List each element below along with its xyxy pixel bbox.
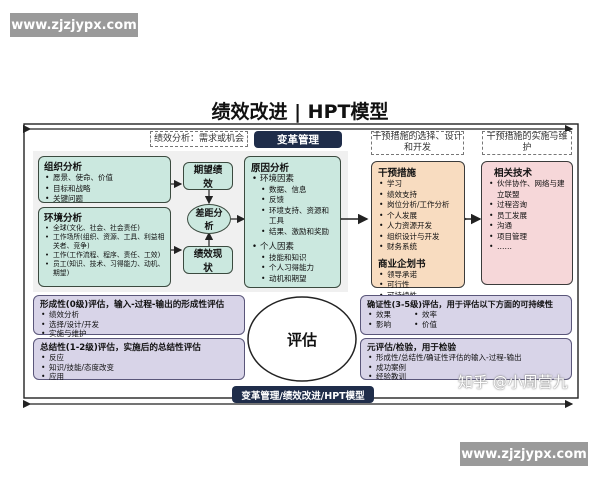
list-item: 数据、信息 xyxy=(260,185,334,196)
org-analysis-title: 组织分析 xyxy=(44,162,83,173)
interventions-list: 学习 绩效支持 岗位分析/工作分析 个人发展 人力资源开发 组织设计与开发 财务… xyxy=(378,179,458,253)
meta-eval-title: 元评估/检验，用于检验 xyxy=(367,343,457,353)
person-factors-list: 技能和知识 个人习得能力 动机和期望 xyxy=(251,253,334,285)
list-item: 绩效分析 xyxy=(40,310,238,320)
list-item: 技能和知识 xyxy=(260,253,334,264)
person-factors-title: 个人因素 xyxy=(251,242,334,253)
list-item: 领导承诺 xyxy=(378,270,458,281)
bottom-bar-label: 变革管理/绩效改进/HPT模型 xyxy=(232,386,374,403)
desired-performance: 期望绩效 xyxy=(183,162,233,190)
list-item: 全球(文化、社会、社会责任) xyxy=(44,224,165,233)
org-analysis-box: 组织分析 愿景、使命、价值 目标和战略 关键问题 xyxy=(38,156,171,205)
list-item: 选择/设计/开发 xyxy=(40,320,238,330)
list-item: 目标和战略 xyxy=(44,184,165,195)
summative-eval-title: 总结性(1-2级)评估，实施后的总结性评估 xyxy=(40,343,201,353)
list-item: …… xyxy=(488,242,566,253)
list-item: 员工(知识、技术、习得能力、动机、期望) xyxy=(44,260,165,278)
zhihu-watermark: 知乎 @小周营九 xyxy=(458,373,568,391)
intervention-impl-label: 干预措施的实施与维护 xyxy=(482,131,572,155)
confirmative-eval-list: 效果 效率 影响 价值 xyxy=(367,310,565,329)
list-item: 个人习得能力 xyxy=(260,263,334,274)
current-performance: 绩效现状 xyxy=(183,246,233,274)
list-item: 反馈 xyxy=(260,195,334,206)
list-item: 形成性/总结性/确证性评估的输入-过程-输出 xyxy=(367,353,565,363)
formative-eval-box: 形成性(0级)评估，输入-过程-输出的形成性评估 绩效分析 选择/设计/开发 实… xyxy=(33,295,245,338)
meta-eval-list: 形成性/总结性/确证性评估的输入-过程-输出 成功案例 经验教训 xyxy=(367,353,565,382)
list-item: 结果、激励和奖励 xyxy=(260,227,334,238)
list-item: 效果 xyxy=(367,310,413,320)
page-title: 绩效改进 | HPT模型 xyxy=(211,101,389,123)
list-item: 过程咨询 xyxy=(488,200,566,211)
list-item: 关键问题 xyxy=(44,194,165,205)
list-item: 实施与维护 xyxy=(40,329,238,339)
list-item: 组织设计与开发 xyxy=(378,232,458,243)
formative-eval-list: 绩效分析 选择/设计/开发 实施与维护 xyxy=(40,310,238,339)
list-item: 个人发展 xyxy=(378,211,458,222)
list-item: 反应 xyxy=(40,353,238,363)
env-analysis-title: 环境分析 xyxy=(44,213,83,224)
list-item: 学习 xyxy=(378,179,458,190)
list-item: 愿景、使命、价值 xyxy=(44,173,165,184)
list-item: 价值 xyxy=(413,320,473,330)
env-factors-list: 数据、信息 反馈 环境支持、资源和工具 结果、激励和奖励 xyxy=(251,185,334,238)
interventions-box: 干预措施 学习 绩效支持 岗位分析/工作分析 个人发展 人力资源开发 组织设计与… xyxy=(371,161,465,301)
list-item: 动机和期望 xyxy=(260,274,334,285)
list-item: 员工发展 xyxy=(488,211,566,222)
meta-eval-box: 元评估/检验，用于检验 形成性/总结性/确证性评估的输入-过程-输出 成功案例 … xyxy=(360,338,572,382)
cause-analysis-title: 原因分析 xyxy=(251,163,290,174)
confirmative-eval-title: 确证性(3-5级)评估，用于评估以下方面的可持续性 xyxy=(367,299,554,309)
list-item: 岗位分析/工作分析 xyxy=(378,200,458,211)
formative-eval-title: 形成性(0级)评估，输入-过程-输出的形成性评估 xyxy=(40,300,225,310)
cause-analysis-box: 原因分析 环境因素 数据、信息 反馈 环境支持、资源和工具 结果、激励和奖励 个… xyxy=(244,156,341,288)
related-tech-title: 相关技术 xyxy=(494,168,533,179)
env-analysis-box: 环境分析 全球(文化、社会、社会责任) 工作场所(组织、资源、工具、利益相关者、… xyxy=(38,207,171,287)
org-analysis-list: 愿景、使命、价值 目标和战略 关键问题 xyxy=(44,173,165,205)
related-tech-list: 伙伴协作、网络与建立联盟 过程咨询 员工发展 沟通 项目管理 …… xyxy=(488,179,566,253)
list-item: 环境支持、资源和工具 xyxy=(260,206,334,227)
evaluation-label: 评估 xyxy=(286,330,317,349)
list-item: 影响 xyxy=(367,320,413,330)
list-item: 沟通 xyxy=(488,221,566,232)
gap-analysis: 差距分析 xyxy=(187,204,231,234)
list-item: 工作场所(组织、资源、工具、利益相关者、竞争) xyxy=(44,233,165,251)
env-analysis-list: 全球(文化、社会、社会责任) 工作场所(组织、资源、工具、利益相关者、竞争) 工… xyxy=(44,224,165,278)
list-item: 人力资源开发 xyxy=(378,221,458,232)
list-item: 应用 xyxy=(40,372,238,382)
env-factors-title: 环境因素 xyxy=(251,174,334,185)
confirmative-eval-box: 确证性(3-5级)评估，用于评估以下方面的可持续性 效果 效率 影响 价值 xyxy=(360,295,572,335)
watermark-bottom: www.zjzjypx.com xyxy=(460,442,588,466)
change-mgmt-label: 变革管理 xyxy=(254,131,342,148)
related-tech-box: 相关技术 伙伴协作、网络与建立联盟 过程咨询 员工发展 沟通 项目管理 …… xyxy=(481,161,573,285)
summative-eval-list: 反应 知识/技能/态度改变 应用 xyxy=(40,353,238,382)
list-item: 知识/技能/态度改变 xyxy=(40,363,238,373)
list-item: 可行性 xyxy=(378,280,458,291)
summative-eval-box: 总结性(1-2级)评估，实施后的总结性评估 反应 知识/技能/态度改变 应用 xyxy=(33,338,245,382)
perf-analysis-label: 绩效分析：需求或机会 xyxy=(150,131,248,147)
list-item: 项目管理 xyxy=(488,232,566,243)
business-case-title: 商业企划书 xyxy=(378,258,426,270)
interventions-title: 干预措施 xyxy=(378,168,417,179)
watermark-top: www.zjzjypx.com xyxy=(10,13,138,37)
list-item: 工作(工作流程、程序、责任、工效) xyxy=(44,251,165,260)
list-item: 伙伴协作、网络与建立联盟 xyxy=(488,179,566,200)
intervention-select-label: 干预措施的选择、设计和开发 xyxy=(371,131,464,155)
list-item: 成功案例 xyxy=(367,363,565,373)
list-item: 经验教训 xyxy=(367,372,565,382)
list-item: 效率 xyxy=(413,310,473,320)
list-item: 财务系统 xyxy=(378,242,458,253)
list-item: 绩效支持 xyxy=(378,190,458,201)
